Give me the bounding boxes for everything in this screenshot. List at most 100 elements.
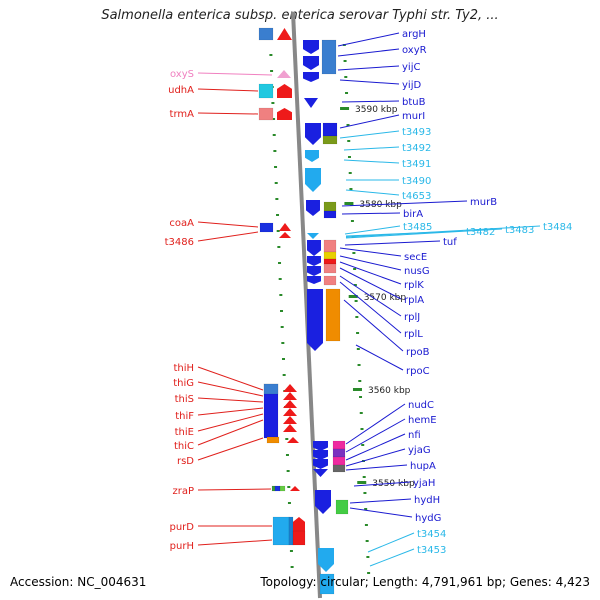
right-tick [356,332,360,334]
leader-line [345,448,406,467]
leader-line [341,200,468,207]
right-tick [361,444,365,446]
gene-thiC [266,436,280,444]
gene-rplK [323,251,337,260]
gene-label-rpoc: rpoC [406,366,430,377]
gene-yijD [303,72,319,82]
gene-thi-arrow [283,408,297,416]
leader-line [341,212,401,215]
gene-coaA [259,222,274,233]
position-tick-mark [357,481,367,484]
left-tick [285,454,289,456]
gene-thi-arrow [283,416,297,424]
gene-tuf [307,240,321,256]
gene-oxyR [303,56,319,70]
gene-label-this: thiS [175,394,194,405]
gene-t3453 [319,573,335,595]
gene-yjaG [313,469,328,477]
leader-line [197,231,259,242]
gene-zraP-segment [271,485,276,492]
gene-rpoC [325,288,341,342]
gene-label-yjag: yjaG [408,445,431,456]
left-tick [274,166,278,168]
gene-t3492 [322,135,338,145]
gene-purD-edge [288,516,294,546]
gene-murI [305,123,321,145]
right-tick [345,92,349,94]
leader-line [197,539,273,546]
position-tick-mark [344,202,354,205]
gene-label-heme: hemE [408,415,437,426]
gene-label-rpla: rplA [404,295,424,306]
gene-hydH [315,490,331,514]
leader-line [197,88,259,92]
right-tick [347,156,351,158]
right-tick [355,316,359,318]
gene-label-rsd: rsD [177,456,194,467]
position-tick-label: 3570 kbp [364,293,407,303]
right-tick [364,524,368,526]
leader-line [339,267,402,300]
gene-t3485 [307,233,319,239]
gene-oxyS [277,70,291,78]
position-tick-label: 3580 kbp [359,200,402,210]
gene-label-hupa: hupA [410,461,436,472]
gene-hupA [332,456,346,466]
leader-line [345,225,541,238]
gene-secE [323,239,337,253]
gene-rplA [307,266,321,276]
left-tick [278,262,282,264]
gene-purD [272,516,290,546]
right-tick [346,124,350,126]
gene-argH [303,40,319,54]
position-tick-mark [348,295,358,298]
left-tick [289,550,293,552]
gene-nfi [313,459,328,469]
gene-label-oxys: oxyS [170,69,194,80]
right-tick [354,300,358,302]
leader-line [197,397,264,403]
gene-label-t3453: t3453 [417,545,446,556]
right-tick [367,572,371,574]
gene-label-hydh: hydH [414,495,440,506]
left-tick [285,438,289,440]
gene-label-t3482: t3482 [466,227,495,238]
right-tick [365,540,369,542]
gene-thi-arrow [283,424,297,432]
gene-label-trma: trmA [170,109,195,120]
position-tick-mark [352,388,362,391]
gene-rplL [307,276,321,284]
right-tick [353,284,357,286]
leader-line [367,532,415,553]
leader-line [339,261,402,285]
left-tick [281,342,285,344]
gene-thiH [263,383,279,395]
gene-label-muri: murI [402,111,425,122]
gene-label-rplk: rplK [404,280,424,291]
gene-label-hydg: hydG [415,513,441,524]
leader-line [197,488,272,491]
leader-line [345,464,408,471]
leader-line [343,159,400,164]
gene-label-thic: thiC [174,441,194,452]
right-tick [353,268,357,270]
right-tick [343,60,347,62]
gene-yijC [321,39,337,75]
gene-zraP-segment [279,485,286,492]
gene-murB [306,200,320,216]
gene-label-thie: thiE [175,427,194,438]
leader-line [339,255,402,271]
leader-line [343,299,404,352]
leader-line [197,366,264,391]
gene-label-t4653: t4653 [402,191,431,202]
map-title: Salmonella enterica subsp. enterica sero… [101,8,499,23]
gene-hemE-block [332,448,346,458]
gene-hupA-tail [332,464,346,473]
gene-rplL-block [323,275,337,286]
gene-label-nfi: nfi [408,430,421,441]
gene-purH [292,530,306,546]
leader-line [339,114,400,129]
leader-line [345,228,503,239]
leader-line [339,130,400,139]
